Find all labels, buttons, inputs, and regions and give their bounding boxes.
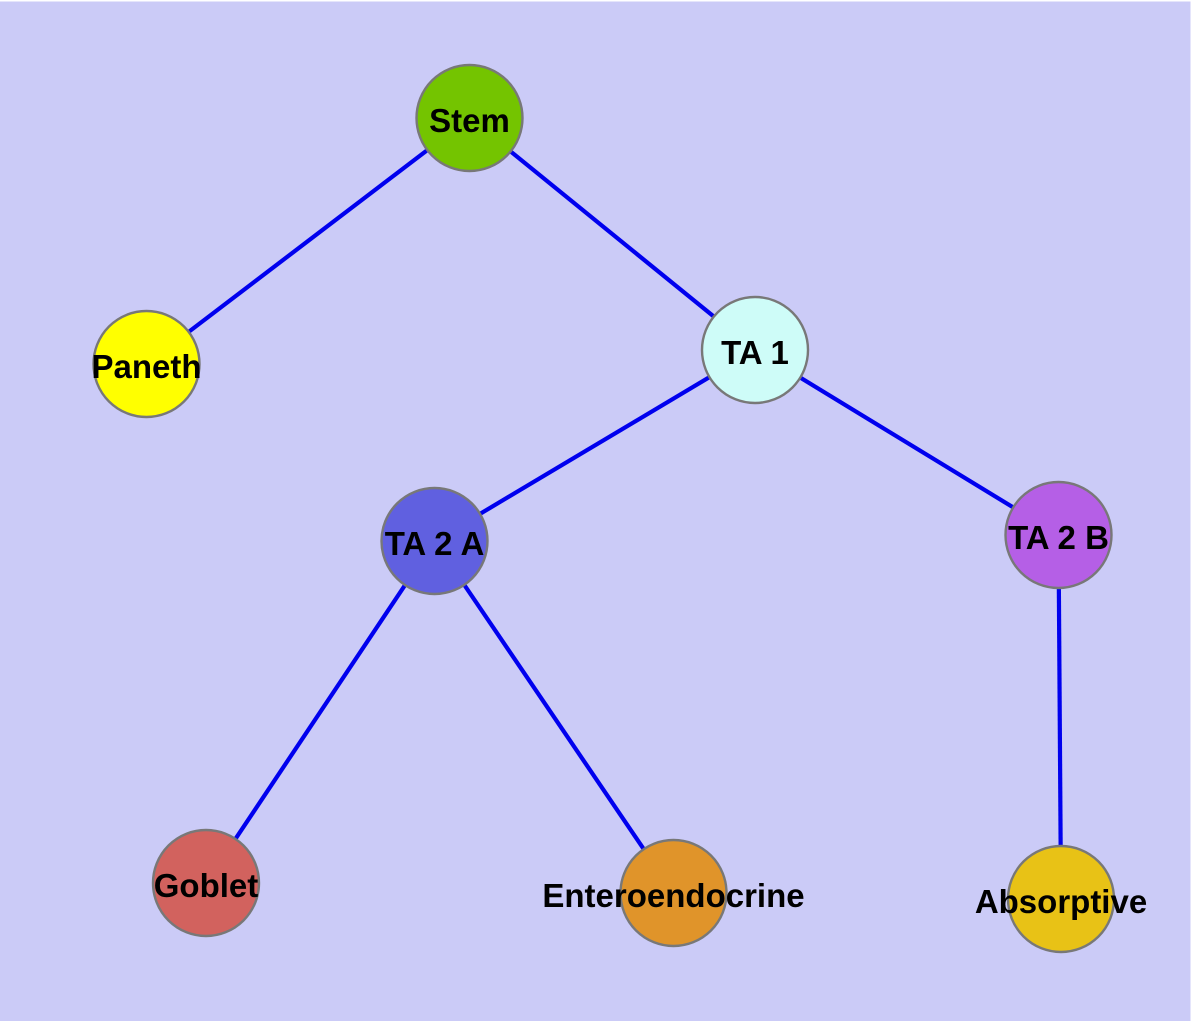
svg-text:Absorptive: Absorptive xyxy=(975,883,1147,920)
svg-text:Enteroendocrine: Enteroendocrine xyxy=(542,877,804,914)
svg-text:TA 2 B: TA 2 B xyxy=(1008,519,1109,556)
svg-text:Paneth: Paneth xyxy=(91,348,201,385)
svg-text:TA 2 A: TA 2 A xyxy=(385,525,485,562)
svg-text:Stem: Stem xyxy=(429,102,510,139)
svg-text:TA 1: TA 1 xyxy=(721,334,789,371)
svg-text:Goblet: Goblet xyxy=(154,867,259,904)
